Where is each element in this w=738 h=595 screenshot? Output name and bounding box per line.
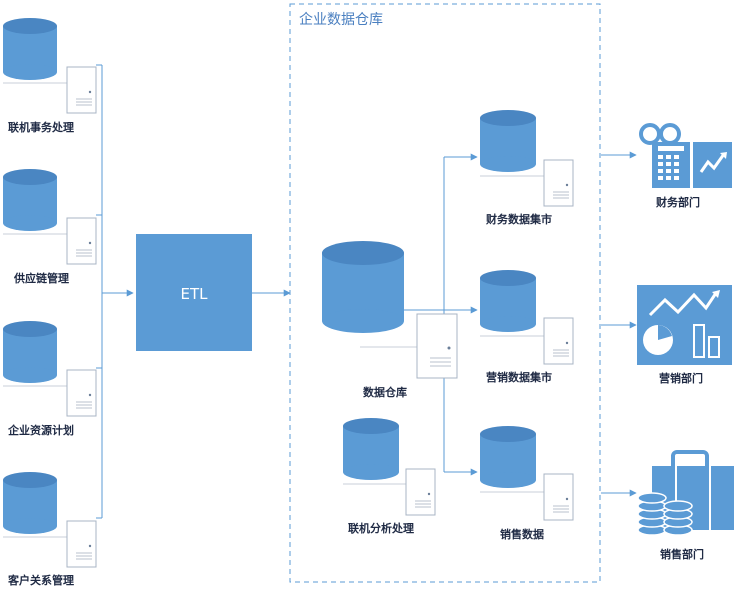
large-database-cylinder-icon — [322, 241, 404, 333]
dept-marketing: 营销部门 — [637, 285, 732, 385]
source-label-crm: 客户关系管理 — [7, 573, 74, 587]
source-db-erp: 企业资源计划 — [3, 321, 97, 437]
warehouse-db: 数据仓库 — [322, 241, 458, 399]
mart-finance-label: 财务数据集市 — [485, 212, 552, 226]
source-label-erp: 企业资源计划 — [7, 423, 74, 437]
database-cylinder-icon — [343, 418, 399, 480]
database-cylinder-icon — [480, 270, 536, 332]
database-cylinder-icon — [480, 110, 536, 172]
department-connectors — [601, 151, 637, 497]
source-db-oltp: 联机事务处理 — [3, 18, 97, 134]
database-cylinder-icon — [3, 472, 57, 534]
source-db-scm: 供应链管理 — [3, 169, 97, 285]
server-icon — [543, 317, 574, 365]
database-cylinder-icon — [480, 426, 536, 488]
server-icon — [66, 66, 97, 114]
server-icon — [66, 520, 97, 568]
mart-sales-label: 销售数据 — [500, 527, 544, 541]
dept-marketing-label: 营销部门 — [659, 371, 703, 385]
marketing-charts-icon — [637, 285, 732, 365]
olap-label: 联机分析处理 — [348, 521, 414, 535]
source-connectors — [96, 64, 134, 519]
dept-finance: 财务部门 — [639, 123, 732, 209]
server-icon — [405, 468, 436, 516]
mart-marketing: 营销数据集市 — [480, 270, 574, 384]
database-cylinder-icon — [3, 18, 57, 80]
server-icon — [66, 369, 97, 417]
server-icon — [66, 217, 97, 265]
database-cylinder-icon — [3, 169, 57, 231]
dept-sales-label: 销售部门 — [660, 547, 704, 561]
mart-finance: 财务数据集市 — [480, 110, 574, 226]
finance-calculator-chart-icon — [639, 123, 732, 188]
mart-sales: 销售数据 — [480, 426, 574, 541]
sales-briefcase-coins-icon — [637, 450, 734, 536]
server-icon — [543, 159, 574, 207]
server-icon — [543, 473, 574, 521]
etl-label: ETL — [181, 285, 209, 303]
warehouse-title: 企业数据仓库 — [299, 11, 383, 28]
source-label-oltp: 联机事务处理 — [8, 120, 74, 134]
server-icon — [416, 313, 458, 379]
dept-finance-label: 财务部门 — [655, 195, 700, 209]
source-db-crm: 客户关系管理 — [3, 472, 97, 587]
etl-box: ETL — [136, 234, 252, 351]
source-label-scm: 供应链管理 — [13, 271, 69, 285]
warehouse-db-label: 数据仓库 — [363, 385, 407, 399]
database-cylinder-icon — [3, 321, 57, 383]
dept-sales: 销售部门 — [637, 450, 734, 561]
mart-marketing-label: 营销数据集市 — [486, 370, 552, 384]
olap-db: 联机分析处理 — [343, 418, 436, 535]
